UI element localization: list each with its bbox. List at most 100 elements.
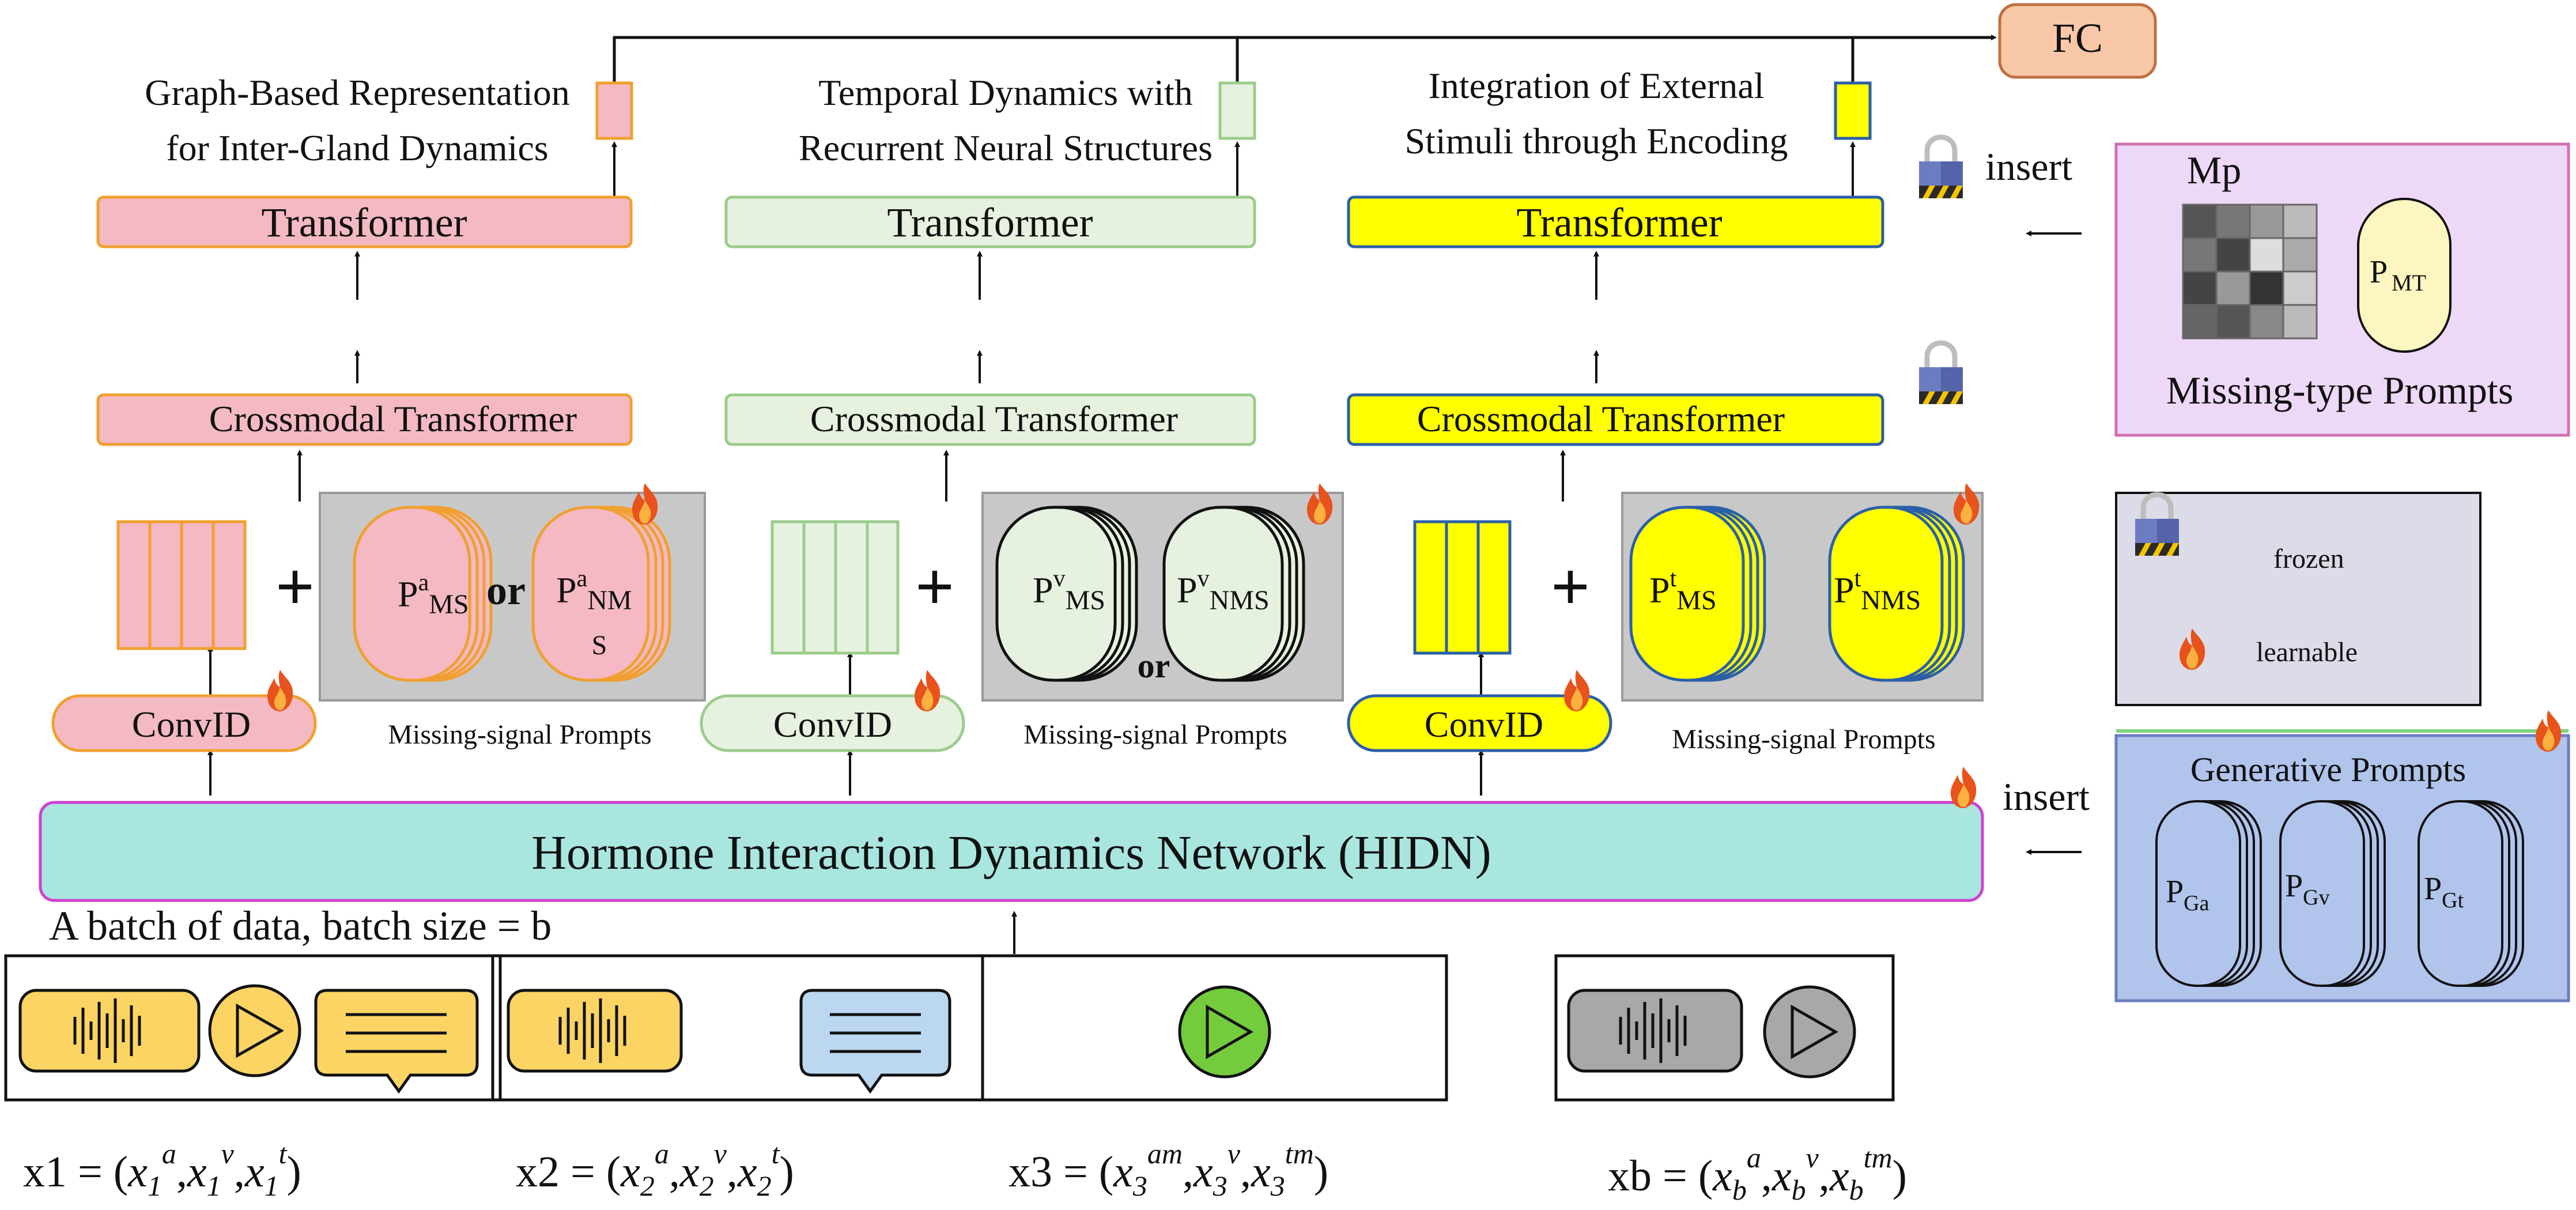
audio-convid-flame-icon: [267, 670, 293, 711]
equation-xb: xb = (xba,xbv,xbtm): [1608, 1141, 1907, 1206]
audio-nms-prompt-label: PaNM: [556, 566, 632, 616]
visual-transformer-label: Transformer: [887, 199, 1093, 246]
flow-arrows: [207, 141, 1856, 954]
text-caption: Integration of External Stimuli through …: [1405, 65, 1788, 161]
audio-feature-bars: [116, 520, 247, 650]
visual-prompt-panel: PvMS PvNMS or: [981, 492, 1344, 702]
audio-transformer-label: Transformer: [261, 199, 467, 246]
insert-top-label: insert: [1985, 145, 2072, 189]
text-caption-line-1: Integration of External: [1429, 65, 1765, 106]
text-transformer-label: Transformer: [1516, 199, 1722, 246]
audio-ms-prompt-label: PaMS: [398, 570, 469, 620]
sample-2-audio-icon: [507, 989, 683, 1073]
text-prompt-flame-icon: [1954, 483, 1980, 525]
text-crossmodal-label: Crossmodal Transformer: [1417, 398, 1785, 439]
audio-crossmodal-transformer: Crossmodal Transformer: [96, 393, 633, 446]
missing-type-pill-sub: MT: [2392, 270, 2426, 296]
hidn-label: Hormone Interaction Dynamics Network (HI…: [531, 826, 1491, 880]
text-transformer: Transformer: [1347, 195, 1884, 248]
visual-convid-label: ConvID: [773, 704, 892, 745]
generative-prompts-panel: Generative Prompts PGa PGv PGt: [2114, 729, 2570, 1002]
generative-prompt-t: PGt: [2424, 871, 2464, 913]
missing-type-matrix: [2182, 203, 2318, 340]
visual-nms-prompt-label: PvNMS: [1177, 566, 1270, 616]
sample-1-text-icon: [314, 989, 479, 1094]
visual-crossmodal-transformer: Crossmodal Transformer: [724, 393, 1256, 446]
visual-caption-line-2: Recurrent Neural Structures: [799, 127, 1213, 168]
equation-x3: x3 = (x3am,x3v,x3tm): [1009, 1137, 1328, 1202]
audio-convid: ConvID: [51, 694, 317, 752]
sample-b-video-icon: [1763, 985, 1856, 1079]
output-lines: [613, 35, 1997, 83]
visual-output-token: [1218, 81, 1256, 140]
batch-box: [4, 954, 1895, 1102]
text-ms-prompt-label: PtMS: [1649, 566, 1717, 616]
audio-output-token: [595, 81, 633, 140]
missing-type-title: Mp: [2187, 148, 2241, 192]
visual-feature-bars: [770, 520, 900, 655]
audio-nms-prompt-suffix: S: [592, 630, 607, 661]
visual-convid-flame-icon: [915, 670, 940, 711]
batch-label: A batch of data, batch size = b: [49, 903, 552, 949]
hidn-flame-icon: [1951, 767, 1977, 808]
legend-frozen-label: frozen: [2273, 544, 2344, 574]
legend-learnable-label: learnable: [2256, 637, 2358, 668]
visual-prompt-flame-icon: [1307, 483, 1333, 525]
audio-transformer: Transformer: [96, 195, 633, 248]
missing-type-caption: Missing-type Prompts: [2166, 368, 2514, 412]
missing-type-pill: [2357, 198, 2452, 353]
legend-panel: frozen learnable: [2115, 492, 2481, 706]
sample-b-audio-icon: [1567, 989, 1743, 1073]
sample-1-audio-icon: [18, 989, 201, 1073]
equations: x1 = (x1a,x1v,x1t) x2 = (x2a,x2v,x2t) x3…: [23, 1137, 1907, 1206]
audio-caption-line-2: for Inter-Gland Dynamics: [166, 127, 548, 168]
missing-type-pill-label: P: [2370, 254, 2388, 290]
sample-3-video-icon: [1178, 985, 1271, 1079]
audio-convid-label: ConvID: [132, 704, 251, 745]
text-convid-label: ConvID: [1425, 704, 1543, 745]
visual-missing-signal-caption: Missing-signal Prompts: [1023, 719, 1287, 750]
audio-or-label: or: [486, 567, 526, 613]
audio-crossmodal-label: Crossmodal Transformer: [209, 398, 577, 439]
audio-prompt-flame-icon: [632, 483, 658, 525]
crossmodal-lock-icon: [1919, 343, 1963, 404]
generative-flame-icon: [2536, 710, 2562, 752]
fc-label: FC: [2052, 15, 2103, 61]
audio-plus-sign: +: [275, 548, 315, 625]
sample-1-video-icon: [208, 984, 301, 1077]
text-plus-sign: +: [1551, 548, 1590, 625]
visual-caption-line-1: Temporal Dynamics with: [818, 72, 1193, 113]
text-prompt-panel: PtMS PtNMS: [1621, 492, 1984, 702]
equation-x1: x1 = (x1a,x1v,x1t): [23, 1137, 301, 1202]
equation-x2: x2 = (x2a,x2v,x2t): [516, 1137, 794, 1202]
text-convid: ConvID: [1347, 694, 1612, 752]
generative-title: Generative Prompts: [2190, 751, 2466, 789]
visual-plus-sign: +: [915, 548, 954, 625]
audio-caption-line-1: Graph-Based Representation: [145, 72, 570, 113]
text-caption-line-2: Stimuli through Encoding: [1405, 120, 1788, 161]
transformer-lock-icon: [1919, 137, 1963, 198]
visual-transformer: Transformer: [724, 195, 1256, 248]
text-output-token: [1834, 81, 1872, 140]
visual-convid: ConvID: [700, 694, 965, 752]
audio-missing-signal-caption: Missing-signal Prompts: [388, 719, 651, 750]
text-convid-flame-icon: [1564, 670, 1590, 711]
audio-prompt-panel: PaMS or PaNM S: [319, 492, 706, 702]
insert-bottom-label: insert: [2003, 775, 2090, 819]
text-missing-signal-caption: Missing-signal Prompts: [1672, 724, 1935, 755]
missing-type-prompts-panel: Mp P MT Missing-type Prompts: [2114, 142, 2570, 437]
visual-crossmodal-label: Crossmodal Transformer: [810, 398, 1178, 439]
visual-or-label: or: [1138, 647, 1170, 685]
audio-caption: Graph-Based Representation for Inter-Gla…: [145, 72, 570, 168]
visual-caption: Temporal Dynamics with Recurrent Neural …: [799, 72, 1213, 168]
text-feature-bars: [1413, 520, 1512, 655]
hidn-block: Hormone Interaction Dynamics Network (HI…: [39, 801, 1984, 902]
fc-node: FC: [1998, 3, 2157, 79]
text-crossmodal-transformer: Crossmodal Transformer: [1347, 393, 1884, 446]
visual-ms-prompt-label: PvMS: [1033, 566, 1105, 616]
generative-prompt-a: PGa: [2166, 874, 2209, 915]
sample-2-text-icon: [799, 989, 951, 1094]
text-nms-prompt-label: PtNMS: [1834, 566, 1921, 616]
